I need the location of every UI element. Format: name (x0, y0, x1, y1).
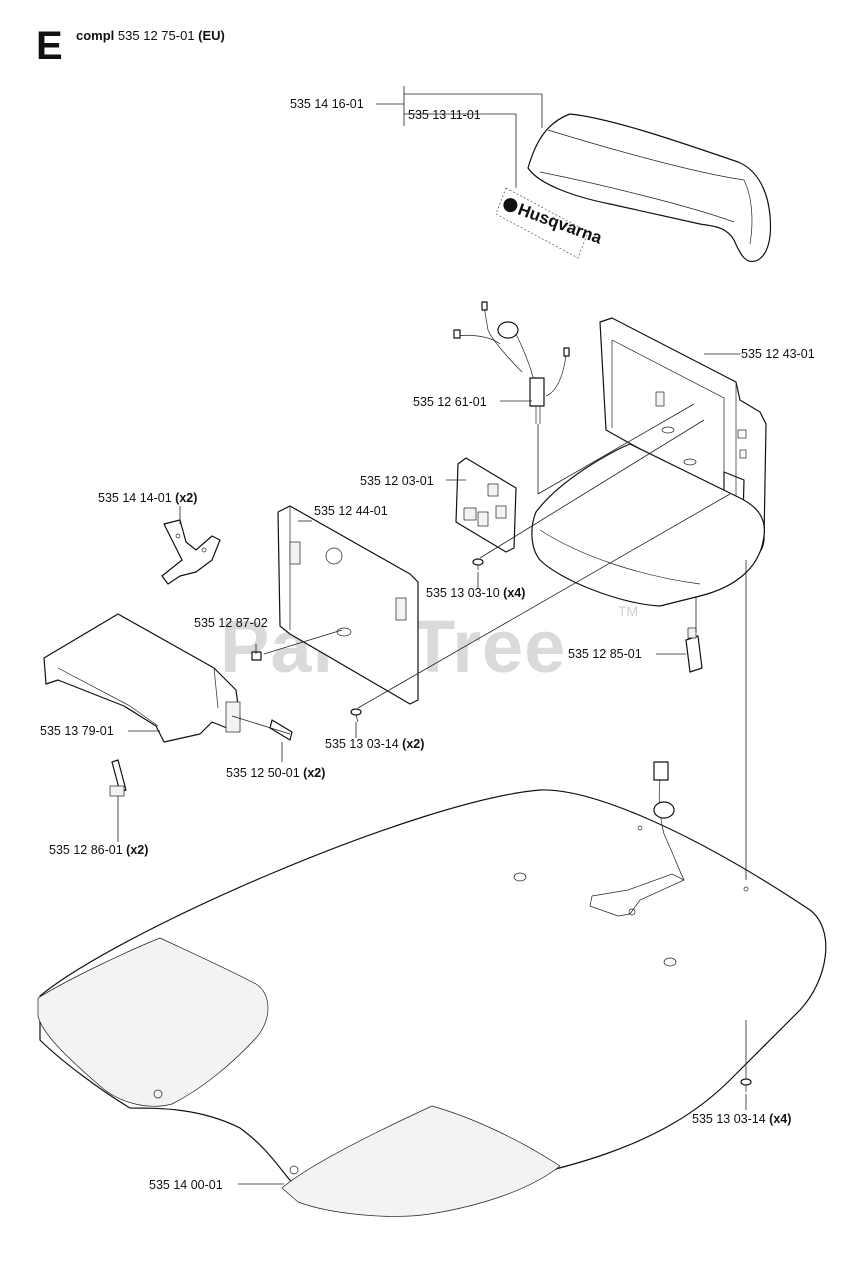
connector-part[interactable] (685, 627, 703, 673)
mounting-plate-part[interactable] (277, 505, 419, 705)
front-tray-part[interactable] (43, 613, 241, 743)
watermark-tm: TM (618, 603, 638, 619)
label-535141401[interactable]: 535 14 14-01 (x2) (98, 491, 197, 505)
label-535124401[interactable]: 535 12 44-01 (314, 504, 388, 518)
strip-part[interactable] (109, 759, 127, 797)
label-535130314-x4[interactable]: 535 13 03-14 (x4) (692, 1112, 791, 1126)
spacer-part[interactable] (269, 719, 293, 741)
top-cover-part[interactable] (527, 113, 772, 263)
explosion-lines (231, 403, 747, 1078)
pin-part[interactable] (251, 651, 262, 661)
label-535137901[interactable]: 535 13 79-01 (40, 724, 114, 738)
circuit-board-part[interactable] (455, 457, 517, 553)
label-535131101[interactable]: 535 13 11-01 (408, 108, 481, 122)
husqvarna-crown-icon (503, 198, 518, 213)
callout-leaders (117, 86, 747, 1185)
section-letter: E (36, 24, 63, 68)
compl-number: 535 12 75-01 (117, 28, 195, 43)
label-535124301[interactable]: 535 12 43-01 (741, 347, 815, 361)
label-535128501[interactable]: 535 12 85-01 (568, 647, 642, 661)
label-535130310[interactable]: 535 13 03-10 (x4) (426, 586, 525, 600)
base-screw-part[interactable] (740, 1078, 752, 1092)
compl-word: compl (76, 28, 115, 43)
label-535128601[interactable]: 535 12 86-01 (x2) (49, 843, 148, 857)
wiring-harness-part[interactable] (453, 301, 570, 424)
plate-screw-part[interactable] (350, 708, 362, 723)
label-535140001[interactable]: 535 14 00-01 (149, 1178, 223, 1192)
bracket-part[interactable] (161, 519, 221, 585)
pcb-screw-part[interactable] (472, 558, 484, 570)
label-535120301[interactable]: 535 12 03-01 (360, 474, 434, 488)
assembly-title: compl 535 12 75-01 (EU) (76, 28, 225, 43)
compl-region: (EU) (198, 28, 225, 43)
rear-housing-part[interactable] (531, 317, 767, 607)
label-535128702[interactable]: 535 12 87-02 (194, 616, 268, 630)
label-535126101[interactable]: 535 12 61-01 (413, 395, 487, 409)
label-535141601[interactable]: 535 14 16-01 (290, 97, 364, 111)
label-535125001[interactable]: 535 12 50-01 (x2) (226, 766, 325, 780)
base-cable-part[interactable] (653, 761, 685, 881)
label-535130314-x2[interactable]: 535 13 03-14 (x2) (325, 737, 424, 751)
base-plate-part[interactable] (37, 789, 827, 1217)
